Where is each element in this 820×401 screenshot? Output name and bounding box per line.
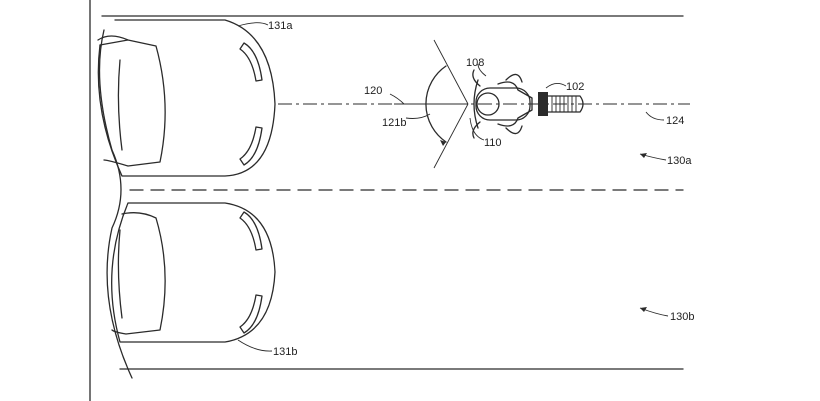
car-upper-headlight-top [239,42,263,82]
label-130b: 130b [670,311,694,323]
label-120: 120 [364,85,382,97]
car-upper-headlight-bottom [239,126,263,166]
label-130a: 130a [667,155,692,167]
label-131b: 131b [273,346,297,358]
arrowhead-130a [640,153,647,158]
car-lower-body [111,202,276,343]
label-131a: 131a [268,20,293,32]
leader-131a [237,22,269,27]
car-upper [97,19,276,177]
arc-arrowhead [440,140,446,146]
leader-108 [477,63,487,77]
car-upper-body [97,19,276,177]
motorcycle [472,69,584,139]
car-lower-headlight-bottom [239,294,263,334]
label-108: 108 [466,57,484,69]
leader-110 [469,117,485,141]
zone-boundary-upper [433,39,469,105]
car-upper-mirror-top [99,39,129,46]
car-lower-headlight-top [239,211,263,251]
rider-shoulders [497,81,533,127]
rider-arm-bottom [505,125,523,135]
label-121b: 121b [382,117,406,129]
arrowhead-130b [640,307,647,312]
car-lower [111,202,276,343]
mirror-top [472,69,481,87]
label-102: 102 [566,81,584,93]
label-110: 110 [484,137,502,149]
leader-120 [389,93,405,105]
road-shoulder-curve [98,29,133,379]
rear-wheel [547,95,584,113]
car-upper-windshield [97,35,166,167]
bike-seat [538,92,548,116]
leader-102 [545,83,567,89]
rider-helmet [476,92,500,116]
zone-boundary-lower [433,103,469,169]
rear-wheel-tread [551,96,577,112]
leader-121b [405,113,431,119]
label-124: 124 [666,115,684,127]
car-lower-windshield [111,212,166,335]
rider-arm-top [505,73,523,83]
car-lower-pillar [117,229,123,319]
leader-131b [237,339,273,352]
car-upper-pillar [117,59,123,151]
bike-frame [475,87,531,121]
leader-124 [645,111,665,121]
